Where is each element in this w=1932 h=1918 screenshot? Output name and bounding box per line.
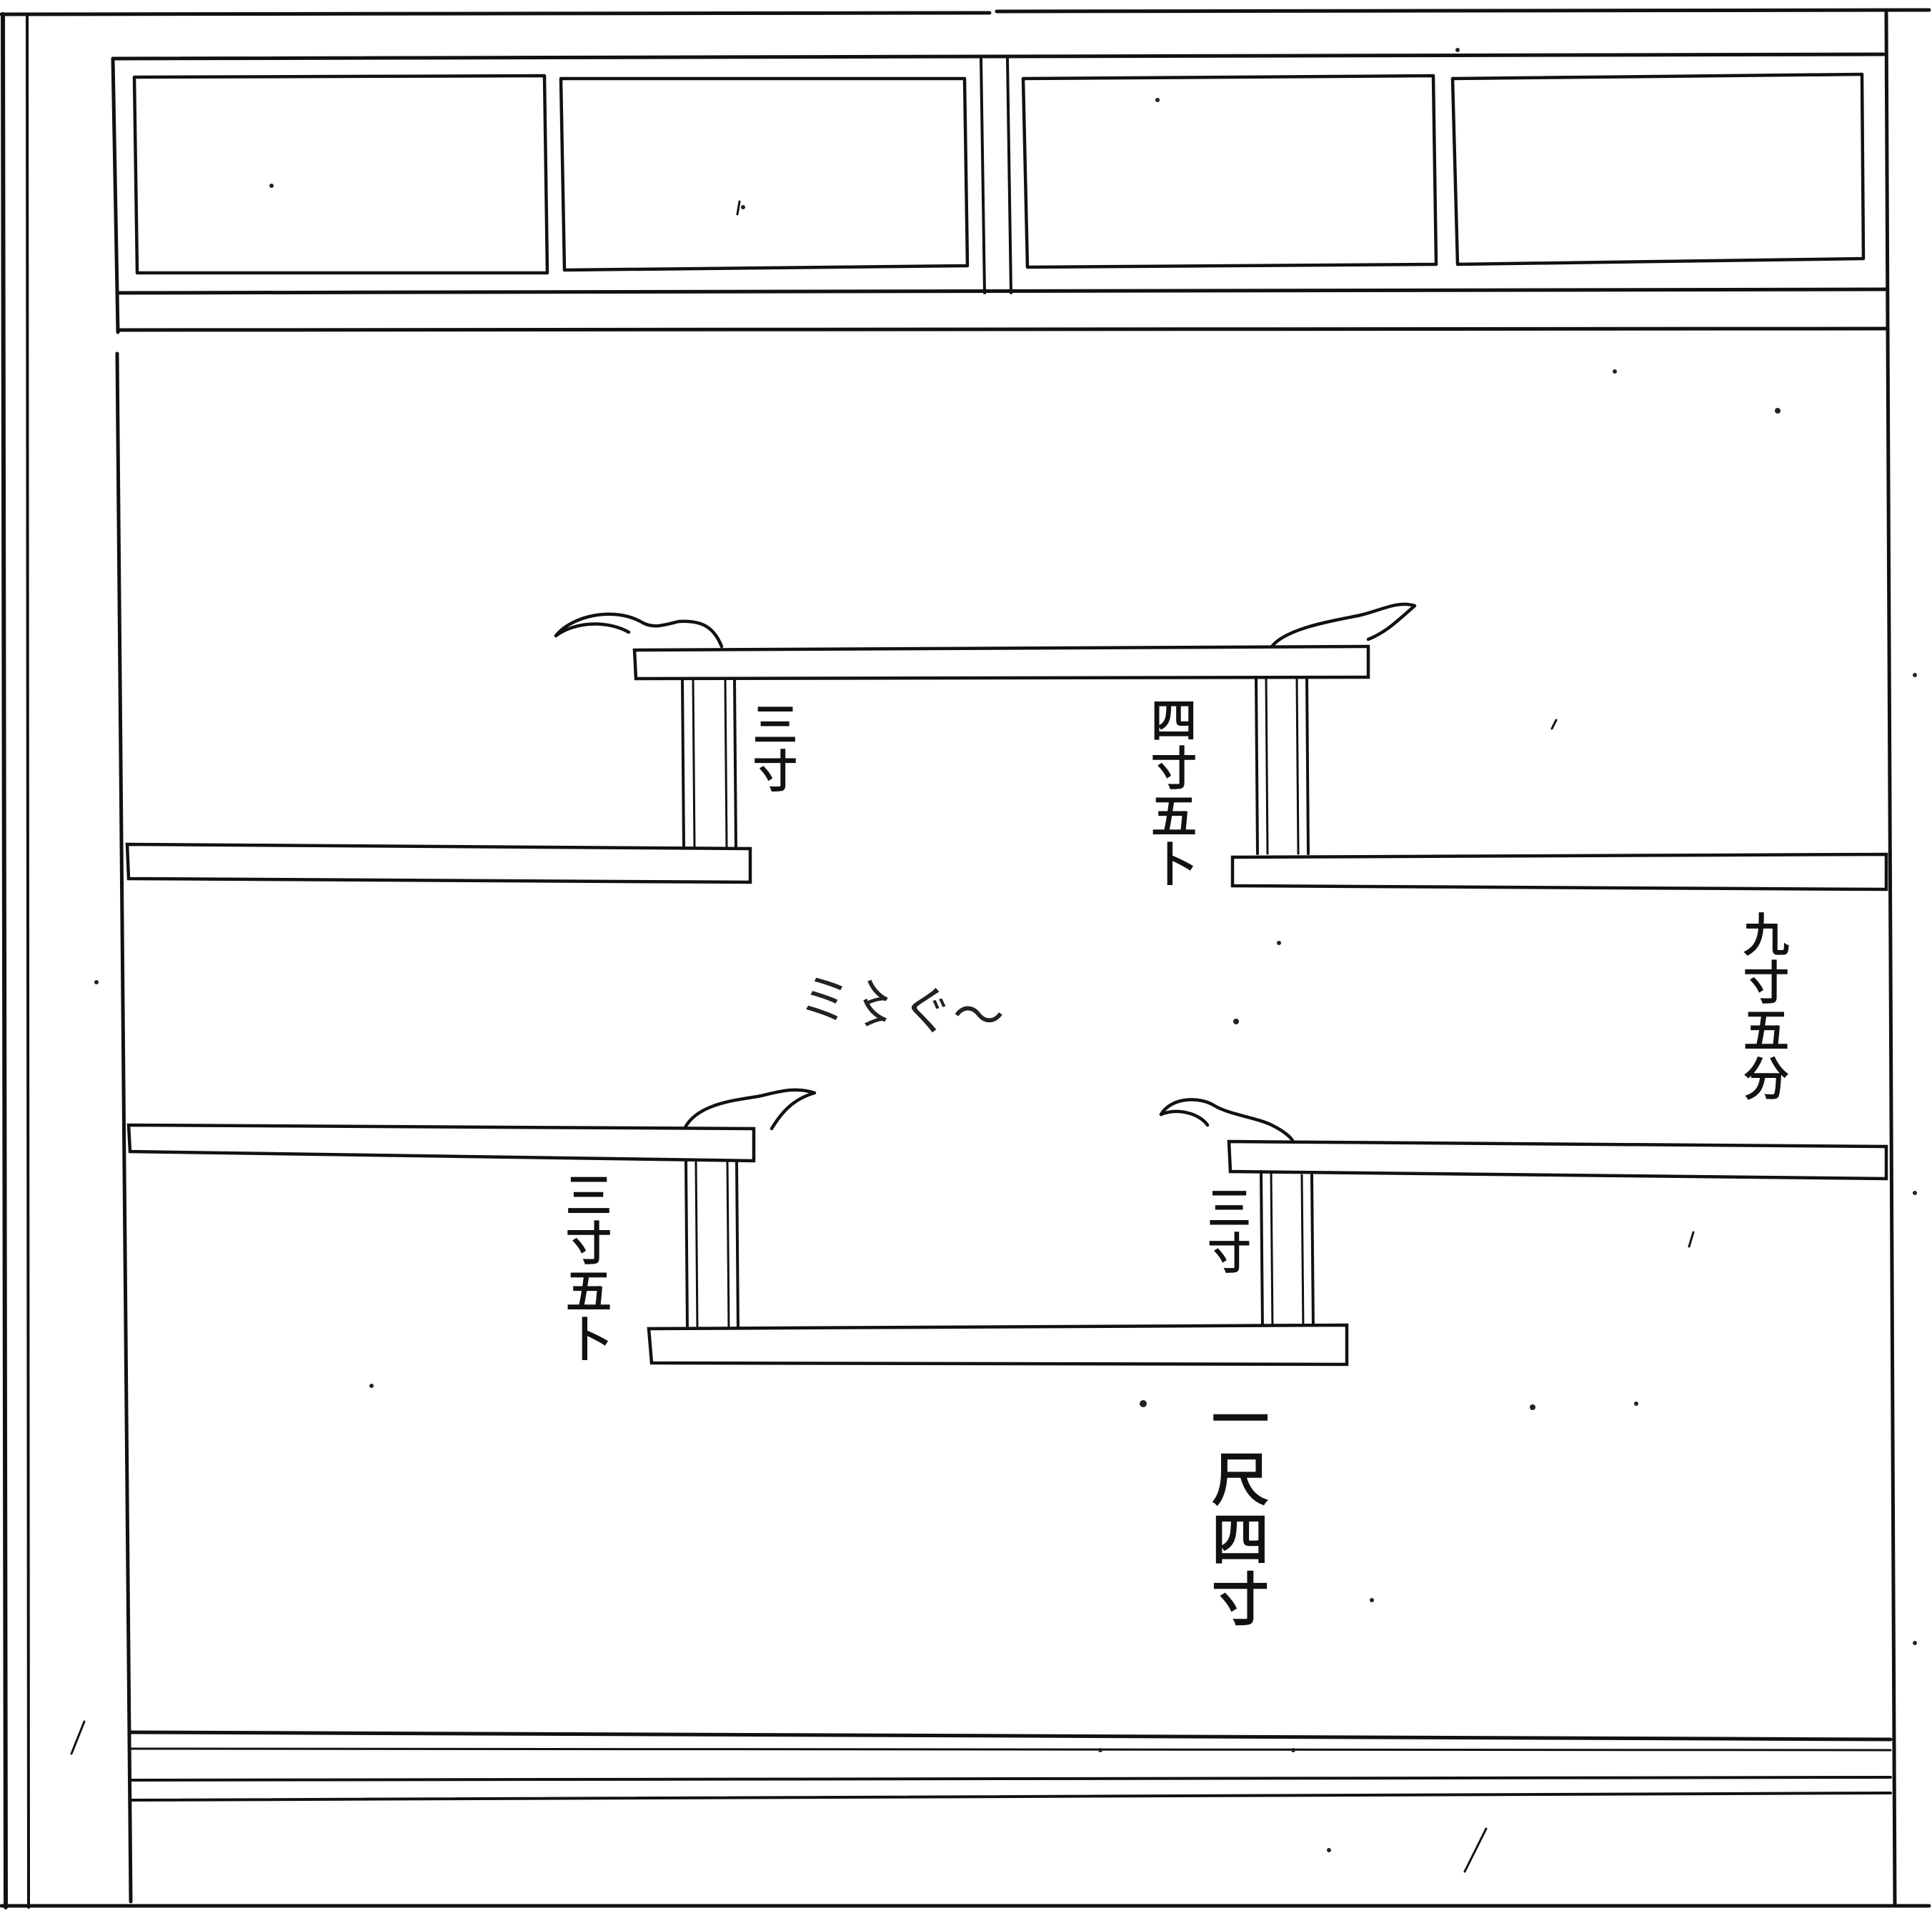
bottom-plank	[647, 1323, 1349, 1367]
upper-left-post-label: 三寸	[745, 701, 797, 795]
middle-right-shelf	[1230, 852, 1888, 891]
upper-panel-4	[1450, 72, 1866, 266]
upper-right-post-label: 四寸五卜	[1143, 696, 1197, 889]
bottom-length-label: 一尺四寸	[1202, 1389, 1270, 1629]
lower-left-post-label: 三寸五卜	[558, 1172, 612, 1364]
upper-panel-2	[559, 76, 970, 272]
lower-right-shelf	[1159, 1098, 1888, 1332]
paper-specks	[94, 48, 1917, 1852]
lower-right-post-label: 三寸	[1200, 1186, 1250, 1276]
upper-panel-row	[111, 52, 1888, 334]
outer-frame	[0, 8, 1931, 1909]
right-shelf-gap-label: 九寸五分	[1736, 911, 1789, 1103]
middle-left-shelf	[125, 842, 752, 884]
upper-panel-1	[132, 74, 549, 275]
lower-left-shelf	[126, 1088, 817, 1332]
bottom-stripe	[128, 1730, 1893, 1802]
paper-scratches	[70, 200, 1695, 1873]
upper-top-shelf	[554, 602, 1417, 855]
upper-panel-3	[1021, 74, 1438, 269]
